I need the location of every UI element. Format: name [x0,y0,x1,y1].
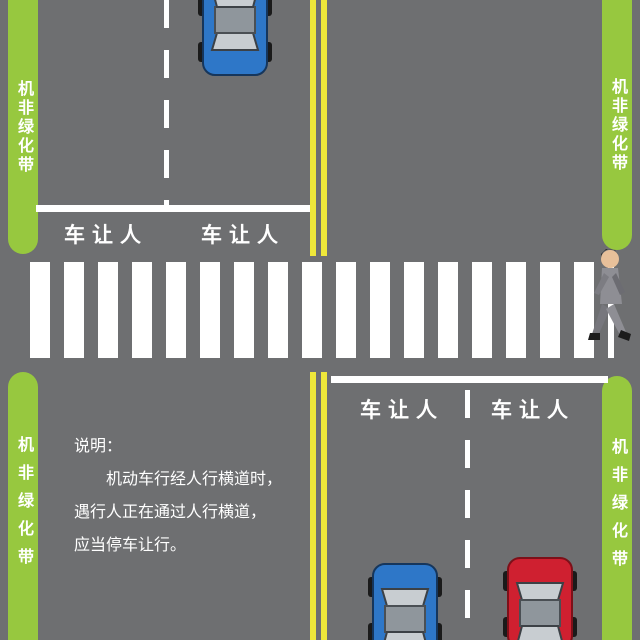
green-belt-label: 机非绿化带 [15,79,32,175]
double-yellow-line-top [310,0,327,256]
dashed-lane-divider-top [164,0,169,205]
red-car-icon [503,557,577,640]
yield-marking: 车让人 [64,224,148,247]
blue-car-icon [198,0,272,76]
yield-marking: 车让人 [360,399,444,422]
stop-line-top-left [36,205,310,212]
green-belt-label: 机非绿化带 [609,438,626,578]
green-belt-label: 机非绿化带 [609,77,626,173]
double-yellow-line-bottom [310,372,327,640]
dashed-lane-divider-bottom [465,390,470,640]
green-belt-top-right: 机非绿化带 [602,0,632,250]
zebra-crossing [30,262,614,358]
green-belt-top-left: 机非绿化带 [8,0,38,254]
note-line: 机动车行经人行横道时， [106,471,283,488]
green-belt-bottom-right: 机非绿化带 [602,376,632,640]
note-text: 说明： 机动车行经人行横道时， 遇行人正在通过人行横道， 应当停车让行。 [74,430,334,562]
yield-marking: 车让人 [491,399,575,422]
note-line: 应当停车让行。 [74,537,187,554]
stop-line-bottom-right [331,376,608,383]
green-belt-bottom-left: 机非绿化带 [8,372,38,640]
pedestrian-icon [588,246,640,352]
yield-marking: 车让人 [201,224,285,247]
note-title: 说明： [74,438,123,455]
blue-car-icon [368,563,442,640]
green-belt-label: 机非绿化带 [15,436,32,576]
note-line: 遇行人正在通过人行横道， [74,504,267,521]
